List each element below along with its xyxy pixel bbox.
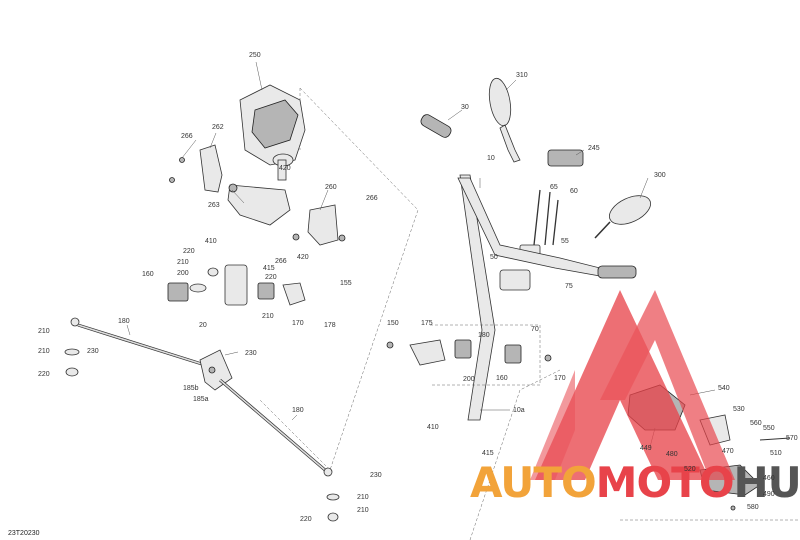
bracket-263 [227, 183, 291, 226]
part-label: 420 [297, 254, 309, 261]
part-label: 230 [87, 348, 99, 355]
part-label: 250 [249, 52, 261, 59]
mirror-310 [488, 77, 521, 163]
tie-rod-lower [219, 378, 340, 522]
part-label: 210 [357, 494, 369, 501]
part-label: 570 [786, 435, 798, 442]
part-label: 230 [370, 472, 382, 479]
part-label: 50 [490, 254, 498, 261]
part-label: 180 [478, 332, 490, 339]
part-label: 180 [118, 318, 130, 325]
part-label: 210 [38, 328, 50, 335]
part-label: 266 [181, 133, 193, 140]
part-label: 263 [208, 202, 220, 209]
part-label: 245 [588, 145, 600, 152]
part-label: 185b [183, 385, 199, 392]
part-label: 155 [340, 280, 352, 287]
part-label: 415 [263, 265, 275, 272]
part-label: 200 [463, 376, 475, 383]
handlebar [457, 177, 637, 279]
watermark-logo [530, 290, 735, 480]
part-label: 178 [324, 322, 336, 329]
part-label: 560 [750, 420, 762, 427]
part-label: 520 [684, 466, 696, 473]
bracket-260 [292, 204, 346, 246]
part-label: 449 [640, 445, 652, 452]
part-label: 510 [770, 450, 782, 457]
watermark-text-moto: MOTO [596, 458, 734, 507]
part-label: 266 [275, 258, 287, 265]
bracket-262 [169, 144, 223, 193]
part-label: 415 [482, 450, 494, 457]
part-label: 460 [763, 475, 775, 482]
part-label: 150 [387, 320, 399, 327]
part-label: 175 [421, 320, 433, 327]
part-label: 580 [747, 504, 759, 511]
part-label: 170 [554, 375, 566, 382]
part-label: 10a [513, 407, 525, 414]
part-label: 480 [666, 451, 678, 458]
part-label: 300 [654, 172, 666, 179]
part-label: 260 [325, 184, 337, 191]
part-label: 180 [292, 407, 304, 414]
tie-rod-upper [64, 317, 206, 377]
part-label: 70 [531, 326, 539, 333]
part-label: 266 [366, 195, 378, 202]
part-label: 470 [722, 448, 734, 455]
mirror-300 [594, 195, 651, 239]
part-label: 490 [763, 491, 775, 498]
part-label: 550 [763, 425, 775, 432]
grip-30 [420, 114, 452, 138]
steering-column-mount-right [386, 324, 552, 386]
switch-245 [547, 149, 584, 167]
part-label: 55 [561, 238, 569, 245]
part-label: 420 [279, 165, 291, 172]
part-label: 210 [177, 259, 189, 266]
part-label: 160 [496, 375, 508, 382]
part-label: 200 [177, 270, 189, 277]
steering-column-mount-left [167, 264, 306, 306]
part-label: 310 [516, 72, 528, 79]
part-label: 220 [265, 274, 277, 281]
part-label: 20 [199, 322, 207, 329]
watermark-text-auto: AUTO [470, 458, 596, 507]
power-steering-unit [239, 84, 306, 181]
part-label: 75 [565, 283, 573, 290]
part-label: 210 [357, 507, 369, 514]
part-label: 540 [718, 385, 730, 392]
part-label: 10 [487, 155, 495, 162]
part-label: 262 [212, 124, 224, 131]
part-label: 220 [38, 371, 50, 378]
part-label: 160 [142, 271, 154, 278]
part-label: 410 [205, 238, 217, 245]
part-label: 220 [300, 516, 312, 523]
part-label: 410 [427, 424, 439, 431]
pitman-arm [199, 349, 233, 391]
part-label: 170 [292, 320, 304, 327]
part-label: 210 [38, 348, 50, 355]
part-label: 530 [733, 406, 745, 413]
part-label: 30 [461, 104, 469, 111]
part-label: 185a [193, 396, 209, 403]
watermark-text: AUTOMOTOHUB [470, 458, 800, 507]
part-labels: 250 266 262 420 263 260 266 420 410 266 … [38, 52, 798, 523]
drawing-code: 23T20230 [8, 530, 40, 537]
part-label: 210 [262, 313, 274, 320]
watermark-text-hub: HUB [734, 458, 800, 507]
part-label: 220 [183, 248, 195, 255]
part-label: 65 [550, 184, 558, 191]
part-label: 60 [570, 188, 578, 195]
part-label: 230 [245, 350, 257, 357]
